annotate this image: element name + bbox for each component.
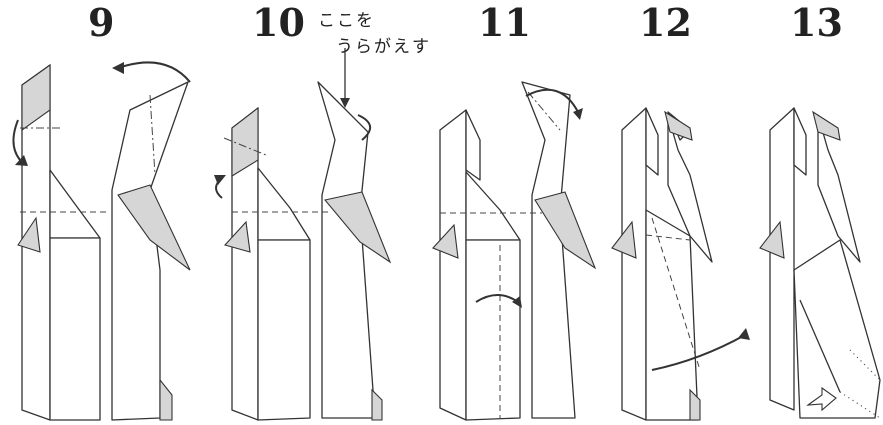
step-10-figure — [214, 48, 392, 421]
step-number-11: 11 — [478, 0, 531, 45]
step-13-figure — [759, 107, 881, 419]
note-line-1: ここを — [318, 11, 375, 31]
step-11-figure — [432, 81, 597, 421]
step-number-12: 12 — [639, 0, 692, 45]
turn-over-note: ここを うらがえす — [318, 8, 431, 60]
step-number-10: 10 — [252, 0, 305, 45]
step-12-figure — [611, 107, 750, 421]
step-number-9: 9 — [88, 0, 115, 45]
note-line-2: うらがえす — [336, 37, 431, 57]
step-9-figure — [12, 61, 191, 421]
step-number-13: 13 — [790, 0, 843, 45]
